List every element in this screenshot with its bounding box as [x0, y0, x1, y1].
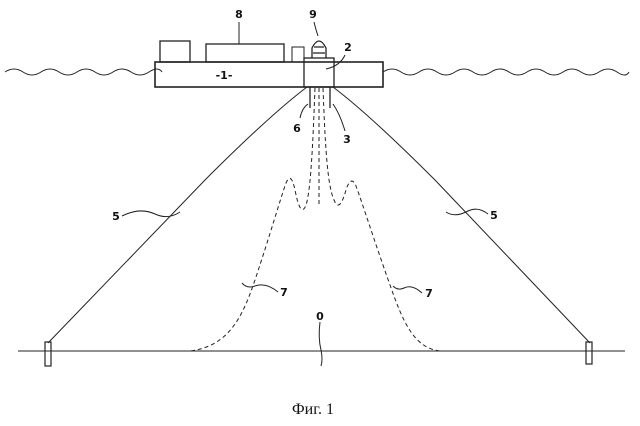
leader-7-right — [393, 286, 422, 293]
label-5-right: 5 — [490, 209, 498, 222]
label-vessel: -1- — [216, 69, 233, 82]
label-9: 9 — [309, 8, 317, 21]
label-5-left: 5 — [112, 210, 120, 223]
leader-9 — [314, 22, 318, 36]
vessel-hull — [155, 62, 383, 87]
label-7-right: 7 — [425, 287, 433, 300]
leader-7-left — [242, 283, 278, 292]
deck-equipment-box — [160, 41, 190, 62]
anchor-post-right — [586, 342, 592, 364]
leader-3 — [333, 104, 345, 131]
equipment-9-shape — [312, 41, 326, 58]
water-surface-right — [383, 69, 629, 75]
leader-6 — [300, 104, 308, 118]
figure-caption: Фиг. 1 — [292, 401, 334, 418]
deck-module — [206, 44, 284, 62]
label-6: 6 — [293, 122, 301, 135]
water-surface-left — [5, 69, 162, 75]
leader-0 — [319, 322, 322, 366]
label-2: 2 — [344, 41, 352, 54]
label-3: 3 — [343, 133, 351, 146]
label-0: 0 — [316, 310, 324, 323]
anchor-line-left — [48, 87, 307, 343]
label-8: 8 — [235, 8, 243, 21]
anchor-line-right — [333, 87, 590, 343]
deck-small-box — [292, 47, 304, 62]
anchor-post-left — [45, 342, 51, 366]
riser-7-right — [323, 88, 440, 351]
leader-5-left — [122, 211, 180, 217]
label-7-left: 7 — [280, 286, 288, 299]
